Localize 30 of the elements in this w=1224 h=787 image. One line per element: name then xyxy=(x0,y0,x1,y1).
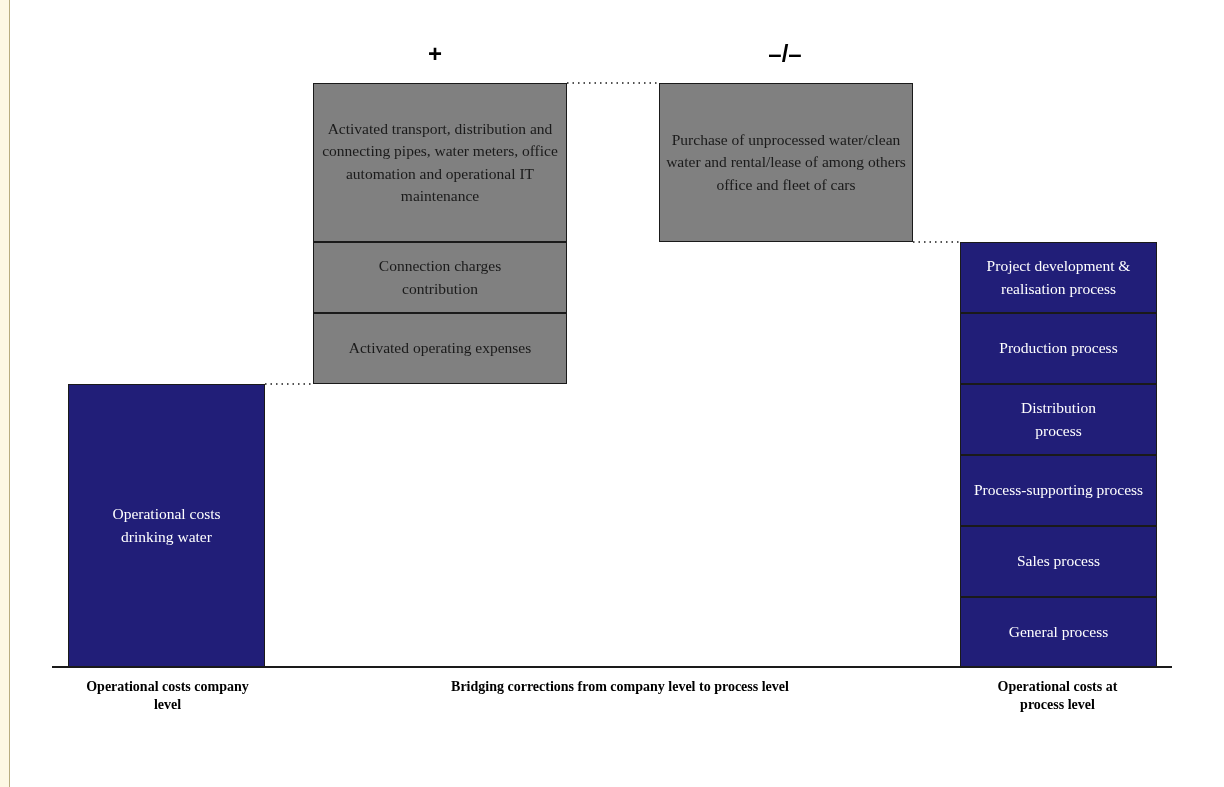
cost-bar-segment xyxy=(960,526,1157,597)
segment-label: Connection charges contribution xyxy=(377,256,503,299)
cost-bar-segment xyxy=(960,384,1157,455)
segment-label: Distribution process xyxy=(1020,398,1097,441)
correction-bar-segment xyxy=(313,83,567,242)
correction-bar-segment xyxy=(659,83,913,242)
dotted-connector xyxy=(912,241,961,243)
segment-label: Operational costs drinking water xyxy=(111,504,222,547)
dotted-connector xyxy=(566,82,660,84)
sign-label: + xyxy=(427,45,443,63)
cost-bar-segment xyxy=(68,384,265,667)
sign-label: –/– xyxy=(767,45,803,63)
segment-label: Process-supporting process xyxy=(973,480,1144,501)
segment-label: Production process xyxy=(999,338,1118,359)
cost-bar-segment xyxy=(960,597,1157,667)
segment-label: Project development & realisation process xyxy=(985,256,1132,299)
axis-label: Operational costs at process level xyxy=(996,678,1119,714)
axis-label: Operational costs company level xyxy=(85,678,250,714)
segment-label: Purchase of unprocessed water/clean water and rental/lease of among others office and fleet of cars xyxy=(666,129,906,195)
correction-bar-segment xyxy=(313,242,567,313)
segment-label: Activated operating expenses xyxy=(348,338,532,359)
cost-bar-segment xyxy=(960,313,1157,384)
cost-bar-segment xyxy=(960,455,1157,526)
correction-bar-segment xyxy=(313,313,567,384)
dotted-connector xyxy=(264,383,314,385)
segment-label: Activated transport, distribution and connecting pipes, water meters, office automation and operational IT maintenance xyxy=(321,118,559,206)
segment-label: General process xyxy=(1008,621,1109,642)
cost-bar-segment xyxy=(960,242,1157,313)
segment-label: Sales process xyxy=(1016,551,1101,572)
axis-label: Bridging corrections from company level to process level xyxy=(450,678,790,696)
